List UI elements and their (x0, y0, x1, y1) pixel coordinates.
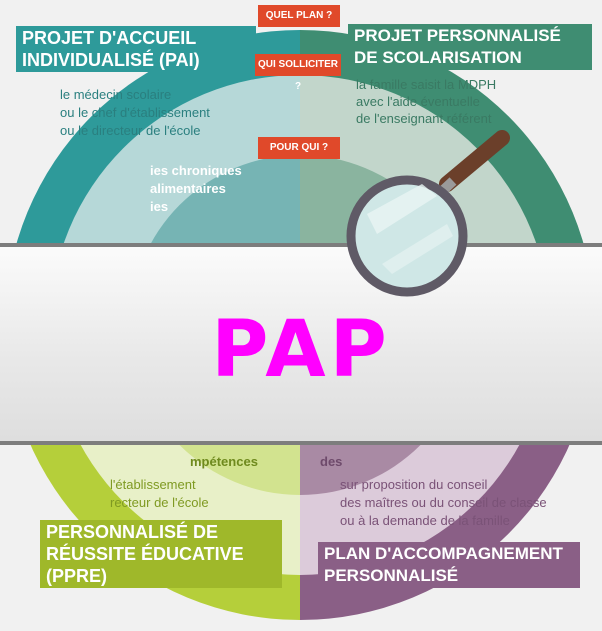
pps-contact-line: de l'enseignant référent (356, 111, 492, 126)
magnifier-icon (346, 130, 510, 297)
ppre-contact-line: l'établissement (110, 477, 196, 492)
pai-contact: le médecin scolaire ou le chef d'établis… (60, 86, 210, 140)
pap-contact: sur proposition du conseil des maîtres o… (340, 476, 547, 530)
pap-target: des (320, 453, 342, 471)
pai-contact-line: le médecin scolaire (60, 87, 172, 102)
ppre-plan-label: PERSONNALISÉ DE RÉUSSITE ÉDUCATIVE (PPRE… (40, 520, 282, 588)
pps-contact: la famille saisit la MDPH avec l'aide év… (356, 76, 496, 127)
ppre-target-line: mpétences (190, 454, 258, 469)
pap-contact-line: sur proposition du conseil (340, 477, 488, 492)
pai-contact-line: ou le directeur de l'école (60, 123, 201, 138)
pap-target-line: des (320, 454, 343, 469)
banner-title: PAP (211, 305, 391, 395)
quel-plan-tag: QUEL PLAN ? (258, 5, 340, 27)
pap-contact-line: des maîtres ou du conseil de classe (340, 495, 547, 510)
pps-plan-label: PROJET PERSONNALISÉ DE SCOLARISATION (348, 24, 592, 70)
pai-target-line: alimentaires (150, 181, 226, 196)
pai-target-line: ies (150, 199, 169, 214)
qui-solliciter-tag: QUI SOLLICITER ? (255, 54, 341, 92)
ppre-target: mpétences (190, 453, 258, 471)
pai-target: ies chroniques alimentaires ies (150, 162, 242, 216)
pour-qui-tag: POUR QUI ? (258, 137, 340, 159)
title-banner: PAP (0, 243, 602, 445)
pai-plan-label: PROJET D'ACCUEIL INDIVIDUALISÉ (PAI) (16, 26, 256, 72)
pai-contact-line: ou le chef d'établissement (60, 105, 210, 120)
pap-contact-line: ou à la demande de la famille (340, 513, 510, 528)
ppre-contact-line: recteur de l'école (110, 495, 209, 510)
pai-target-line: ies chroniques (150, 163, 242, 178)
pps-contact-line: avec l'aide éventuelle (356, 94, 480, 109)
pap-plan-label: PLAN D'ACCOMPAGNEMENT PERSONNALISÉ (318, 542, 580, 588)
ppre-contact: l'établissement recteur de l'école (110, 476, 209, 512)
pps-contact-line: la famille saisit la MDPH (356, 77, 497, 92)
